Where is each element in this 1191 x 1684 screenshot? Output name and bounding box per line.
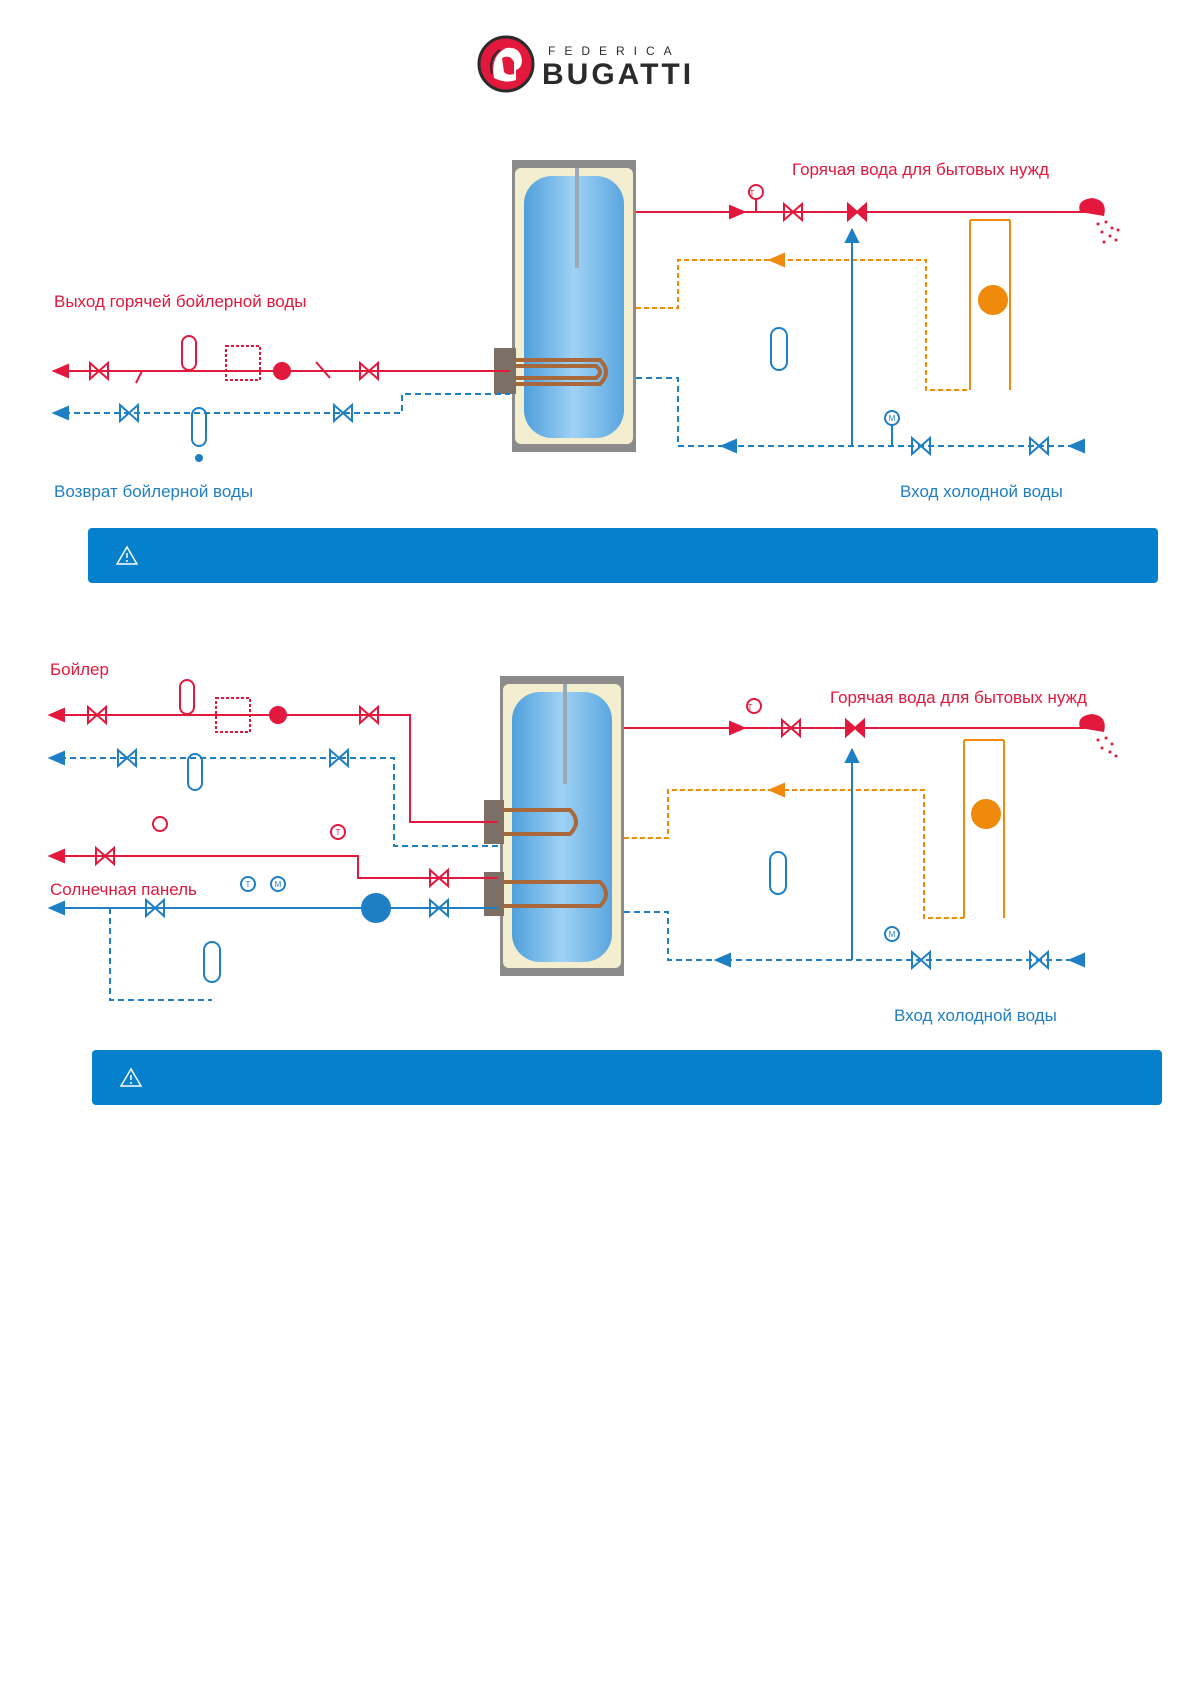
logo-brand-top: FEDERICA bbox=[548, 44, 681, 58]
boiler-hot-line bbox=[51, 335, 510, 384]
storage-tank-2 bbox=[500, 676, 624, 976]
d2-cold-mano-letter: M bbox=[889, 930, 896, 939]
recirculation-loop bbox=[636, 219, 1011, 391]
shower-head-icon bbox=[1079, 198, 1120, 244]
d2-label-hot-domestic: Горячая вода для бытовых нужд bbox=[830, 688, 1087, 707]
d1-label-hot-domestic: Горячая вода для бытовых нужд bbox=[792, 160, 1049, 179]
brand-logo: FEDERICA BUGATTI bbox=[476, 34, 716, 100]
recirculation-loop-2 bbox=[624, 739, 1005, 919]
hot-domestic-line-2 bbox=[624, 698, 1085, 739]
d2-label-boiler: Бойлер bbox=[50, 660, 109, 679]
shower-head-icon-2 bbox=[1079, 714, 1118, 758]
boiler-return-line bbox=[51, 393, 510, 462]
d2-temp-gauge-letter: T bbox=[748, 703, 753, 712]
d1-label-cold-in: Вход холодной воды bbox=[900, 482, 1063, 501]
diagram-1-boiler-connection: T M bbox=[51, 160, 1120, 462]
boiler-return-line-2 bbox=[47, 747, 498, 847]
d1-temp-gauge-letter: T bbox=[750, 189, 755, 198]
boiler-supply-line bbox=[47, 679, 498, 823]
d2-label-cold-in: Вход холодной воды bbox=[894, 1006, 1057, 1025]
d1-label-boiler-return: Возврат бойлерной воды bbox=[54, 482, 254, 501]
d2-notice-bar bbox=[92, 1050, 1162, 1105]
hot-domestic-line bbox=[636, 184, 1085, 223]
logo-brand-main: BUGATTI bbox=[542, 58, 695, 91]
d1-label-boiler-hot-out: Выход горячей бойлерной воды bbox=[54, 292, 307, 311]
cold-water-line bbox=[636, 227, 1085, 457]
d1-notice-bar bbox=[88, 528, 1158, 583]
solar-return-line bbox=[47, 876, 498, 1001]
lower-coil bbox=[484, 872, 608, 916]
storage-tank bbox=[512, 160, 636, 452]
warning-icon bbox=[120, 1067, 142, 1087]
d1-mano-gauge-letter: M bbox=[889, 414, 896, 423]
d2-label-solar-panel: Солнечная панель bbox=[50, 880, 197, 899]
logo-woman-icon bbox=[477, 35, 535, 93]
warning-icon bbox=[116, 545, 138, 565]
d2-return-mano-letter: M bbox=[275, 880, 282, 889]
diagram-2-solar-connection: T T T M M bbox=[47, 676, 1118, 1001]
d2-return-temp-letter: T bbox=[246, 880, 251, 889]
solar-supply-line bbox=[47, 816, 498, 889]
cold-water-line-2 bbox=[624, 747, 1085, 971]
d2-solar-temp-letter: T bbox=[336, 828, 341, 837]
